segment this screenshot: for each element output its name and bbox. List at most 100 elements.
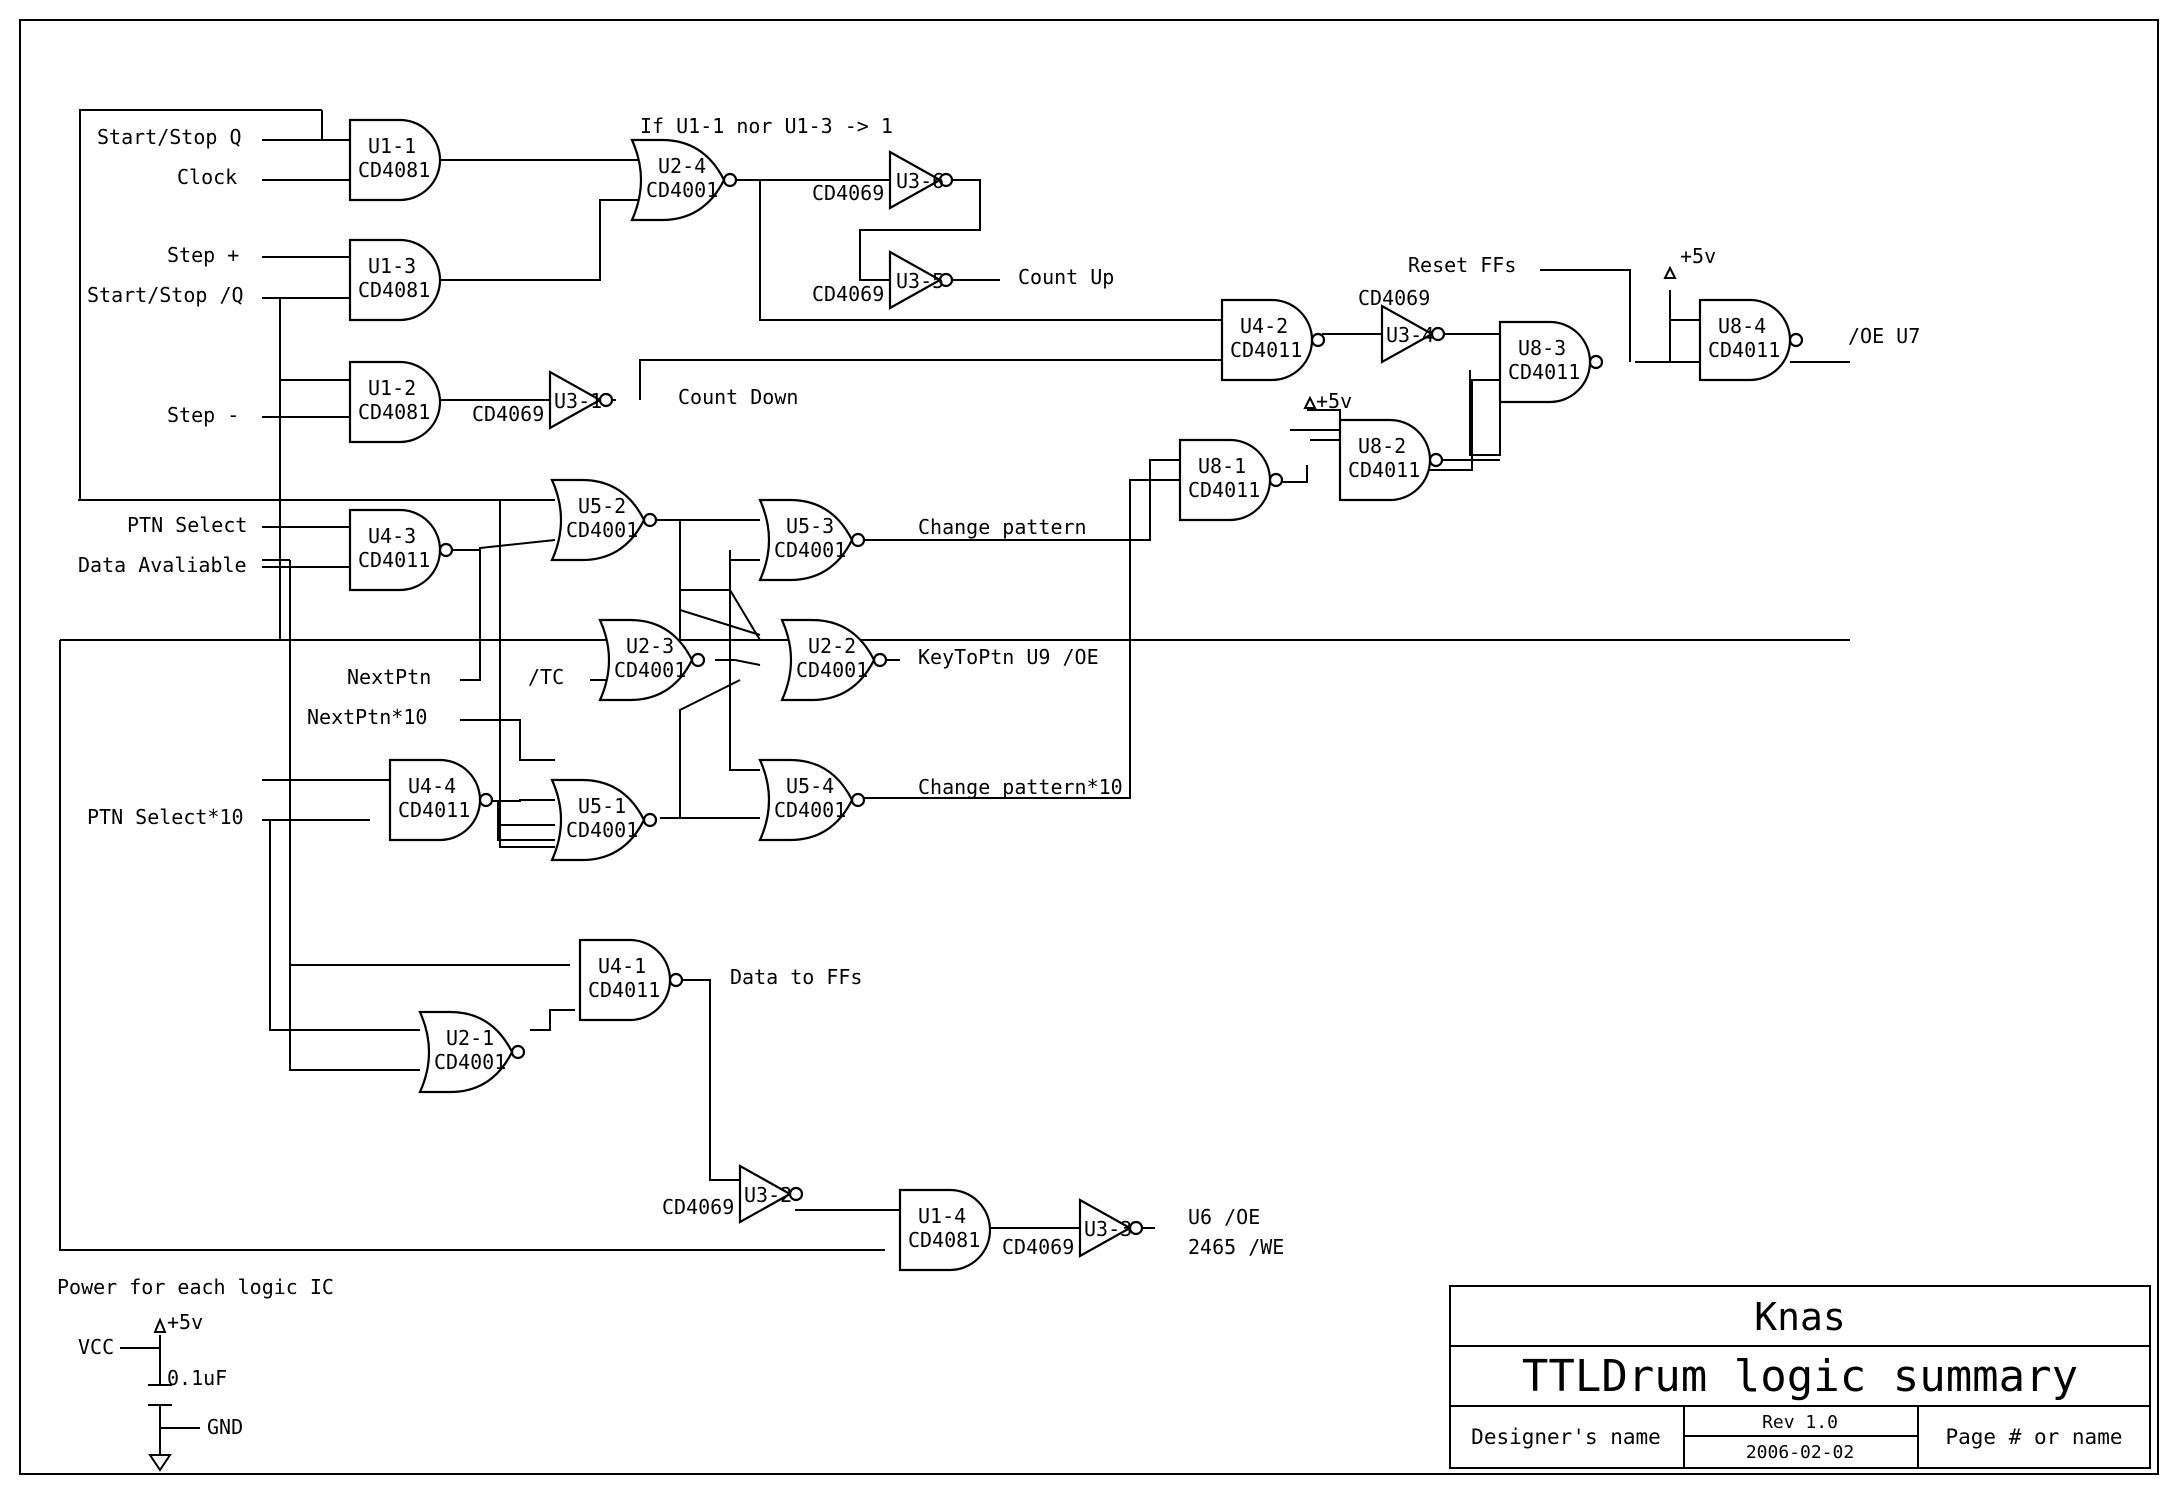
gate-u8-1-part: CD4011 [1188,478,1260,502]
gate-u2-2-part: CD4001 [796,658,868,682]
gate-u8-1-name: U8-1 [1198,454,1246,478]
gate-u1-4-name: U1-4 [918,1204,966,1228]
output-label-oe-u7: /OE U7 [1848,324,1920,348]
gate-u3-2-name: U3-2 [744,1183,792,1207]
power-note: Power for each logic IC VCC +5v 0.1uF GN… [57,1275,334,1472]
title-block-revision: Rev 1.0 [1762,1412,1838,1433]
gate-u8-4: U8-4 CD4011 [1698,298,1804,382]
gate-u1-1: U1-1 CD4081 [348,118,442,202]
input-label-ptn-select-10: PTN Select*10 [87,805,244,829]
gate-u3-2: U3-2 [738,1164,804,1224]
input-label-next-ptn-10: NextPtn*10 [307,705,427,729]
gate-u2-4-name: U2-4 [658,154,706,178]
title-block-designer: Designer's name [1471,1425,1661,1449]
gate-u5-4-part: CD4001 [774,798,846,822]
power-note-gnd: GND [207,1415,243,1439]
gate-u1-2: U1-2 CD4081 [348,360,442,444]
supply-arrow-icon [1303,395,1317,409]
gate-u2-1: U2-1 CD4001 [418,1010,526,1094]
note-u2-4: If U1-1 nor U1-3 -> 1 [640,114,893,138]
gate-u4-2: U4-2 CD4011 [1220,298,1326,382]
gate-u3-4: U3-4 [1380,304,1446,364]
gate-u8-2: U8-2 CD4011 [1338,418,1444,502]
input-label-clock: Clock [177,165,237,189]
gate-u8-2-part: CD4011 [1348,458,1420,482]
input-label-tc: /TC [528,665,564,689]
gate-u3-1: U3-1 [548,370,614,430]
gate-u1-1-name: U1-1 [368,134,416,158]
gate-u2-4-part: CD4001 [646,178,718,202]
sheet-border [19,19,2159,1475]
gate-u3-6-name: U3-6 [896,169,944,193]
gate-u5-4-name: U5-4 [786,774,834,798]
supply-arrow-icon [1663,265,1677,279]
gate-u1-3-name: U1-3 [368,254,416,278]
gate-u4-3: U4-3 CD4011 [348,508,454,592]
input-label-start-stop-q: Start/Stop Q [97,125,242,149]
output-label-u6-oe: U6 /OE [1188,1205,1260,1229]
gate-u8-4-part: CD4011 [1708,338,1780,362]
gate-u5-1: U5-1 CD4001 [550,778,658,862]
gate-u2-1-name: U2-1 [446,1026,494,1050]
gate-u4-2-part: CD4011 [1230,338,1302,362]
gate-u5-1-name: U5-1 [578,794,626,818]
gate-u5-3-name: U5-3 [786,514,834,538]
gate-u5-4: U5-4 CD4001 [758,758,866,842]
title-block-date: 2006-02-02 [1746,1442,1854,1463]
part-label-u3-4: CD4069 [1358,286,1430,310]
gate-u1-3: U1-3 CD4081 [348,238,442,322]
gate-u3-3-name: U3-3 [1084,1217,1132,1241]
input-label-step-minus: Step - [167,403,239,427]
gate-u1-3-part: CD4081 [358,278,430,302]
input-label-reset-ffs: Reset FFs [1408,253,1516,277]
gate-u2-4: U2-4 CD4001 [630,138,738,222]
gate-u2-1-part: CD4001 [434,1050,506,1074]
gate-layer: U1-1 CD4081 U1-3 CD4081 U1-2 CD4081 U2-4… [348,118,1804,1272]
power-note-title: Power for each logic IC [57,1275,334,1299]
gate-u1-4: U1-4 CD4081 [898,1188,992,1272]
gate-u5-2: U5-2 CD4001 [550,478,658,562]
gate-u2-3-name: U2-3 [626,634,674,658]
title-block-page: Page # or name [1945,1425,2122,1449]
gate-u2-3-part: CD4001 [614,658,686,682]
gate-u4-4: U4-4 CD4011 [388,758,494,842]
gate-u5-3: U5-3 CD4001 [758,498,866,582]
gate-u4-4-name: U4-4 [408,774,456,798]
supply-label-u8-2: +5v [1316,389,1352,413]
ground-icon [148,1454,172,1472]
output-label-change-pattern-10: Change pattern*10 [918,775,1123,799]
gate-u2-3: U2-3 CD4001 [598,618,706,702]
gate-u3-3: U3-3 [1078,1198,1144,1258]
gate-u3-4-name: U3-4 [1386,323,1434,347]
label-layer: Start/Stop Q Clock Step + Start/Stop /Q … [78,114,1920,1259]
part-label-u3-2: CD4069 [662,1195,734,1219]
gate-u1-2-name: U1-2 [368,376,416,400]
gate-u1-2-part: CD4081 [358,400,430,424]
output-label-count-up: Count Up [1018,265,1114,289]
gate-u8-1: U8-1 CD4011 [1178,438,1284,522]
gate-u3-6: U3-6 [888,150,954,210]
part-label-u3-1: CD4069 [472,402,544,426]
gate-u4-4-part: CD4011 [398,798,470,822]
output-label-change-pattern: Change pattern [918,515,1087,539]
output-label-2465-we: 2465 /WE [1188,1235,1284,1259]
input-label-next-ptn: NextPtn [347,665,431,689]
gate-u8-4-name: U8-4 [1718,314,1766,338]
title-block-title: TTLDrum logic summary [1522,1351,2078,1402]
input-label-ptn-select: PTN Select [127,513,247,537]
part-label-u3-3: CD4069 [1002,1235,1074,1259]
title-block-company: Knas [1754,1295,1846,1339]
power-note-supply: +5v [167,1310,203,1334]
gate-u2-2-name: U2-2 [808,634,856,658]
power-note-vcc: VCC [78,1335,114,1359]
input-label-data-available: Data Avaliable [78,553,247,577]
gate-u8-3-part: CD4011 [1508,360,1580,384]
gate-u5-2-part: CD4001 [566,518,638,542]
gate-u8-3-name: U8-3 [1518,336,1566,360]
part-label-u3-6: CD4069 [812,181,884,205]
gate-u4-1-part: CD4011 [588,978,660,1002]
supply-arrows [1303,265,1677,409]
supply-label-u8-4: +5v [1680,244,1716,268]
gate-u4-3-part: CD4011 [358,548,430,572]
